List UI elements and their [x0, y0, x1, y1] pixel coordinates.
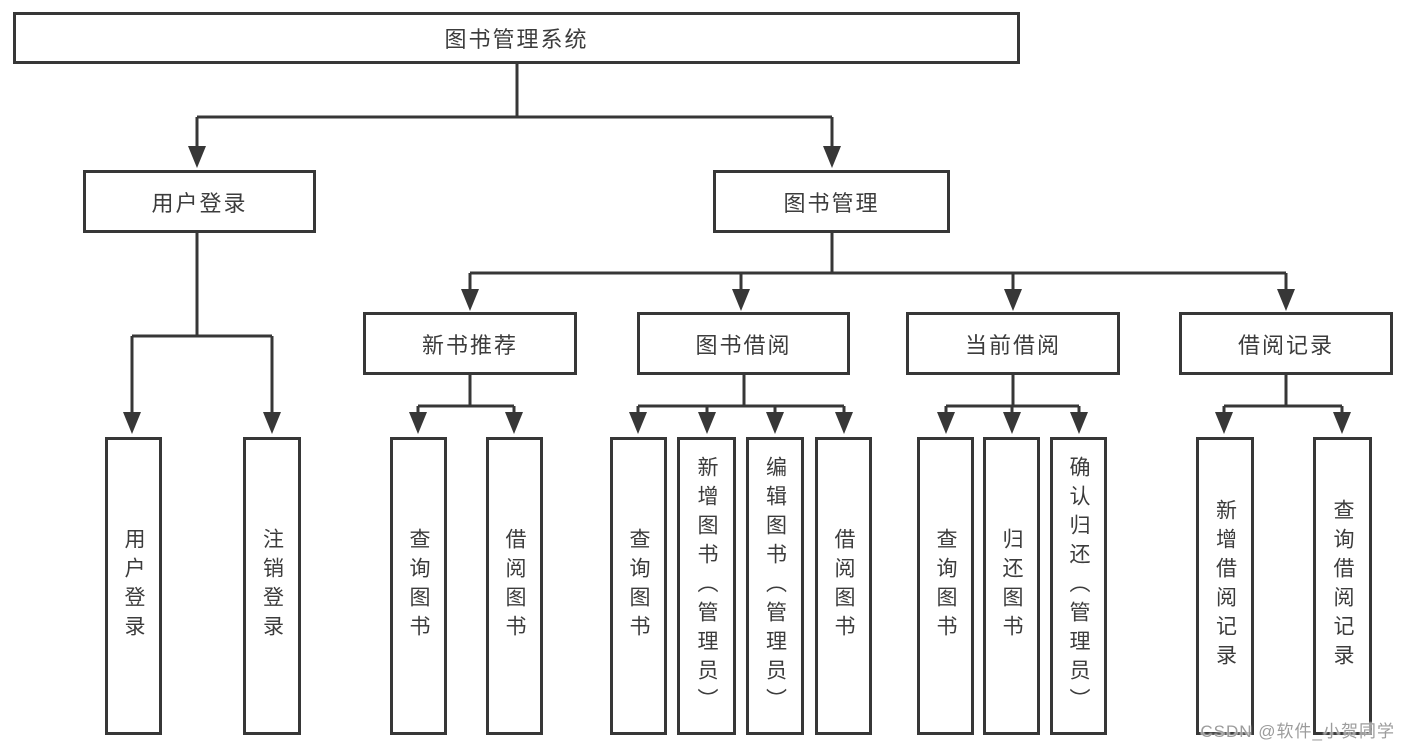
- leaf-current-confirm-return-admin: 确认归还（管理员）: [1050, 437, 1107, 735]
- leaf-records-add-record: 新增借阅记录: [1196, 437, 1254, 735]
- node-new-book-recommend: 新书推荐: [363, 312, 577, 375]
- node-current-borrowing-label: 当前借阅: [964, 332, 1061, 358]
- node-borrowing-records-label: 借阅记录: [1237, 332, 1334, 358]
- node-user-login: 用户登录: [83, 170, 316, 233]
- node-new-book-recommend-label: 新书推荐: [421, 332, 518, 358]
- node-root-system: 图书管理系统: [13, 12, 1020, 64]
- node-user-login-label: 用户登录: [151, 190, 248, 216]
- leaf-newbook-borrow-books: 借阅图书: [486, 437, 543, 735]
- node-root-label: 图书管理系统: [444, 27, 589, 52]
- leaf-current-return-books: 归还图书: [983, 437, 1040, 735]
- leaf-user-login: 用户登录: [105, 437, 162, 735]
- leaf-borrowing-edit-books-admin: 编辑图书（管理员）: [746, 437, 804, 735]
- node-book-management-label: 图书管理: [783, 190, 880, 216]
- node-current-borrowing: 当前借阅: [906, 312, 1120, 375]
- csdn-watermark: CSDN @软件_小贺同学: [1200, 722, 1395, 741]
- leaf-current-query-books: 查询图书: [917, 437, 974, 735]
- node-book-borrowing-label: 图书借阅: [695, 332, 792, 358]
- node-book-borrowing: 图书借阅: [637, 312, 850, 375]
- node-borrowing-records: 借阅记录: [1179, 312, 1393, 375]
- leaf-logout: 注销登录: [243, 437, 301, 735]
- leaf-records-query-record: 查询借阅记录: [1313, 437, 1372, 735]
- leaf-borrowing-query-books: 查询图书: [610, 437, 667, 735]
- node-book-management: 图书管理: [713, 170, 950, 233]
- leaf-borrowing-borrow-books: 借阅图书: [815, 437, 872, 735]
- leaf-newbook-query-books: 查询图书: [390, 437, 447, 735]
- leaf-borrowing-add-books-admin: 新增图书（管理员）: [677, 437, 736, 735]
